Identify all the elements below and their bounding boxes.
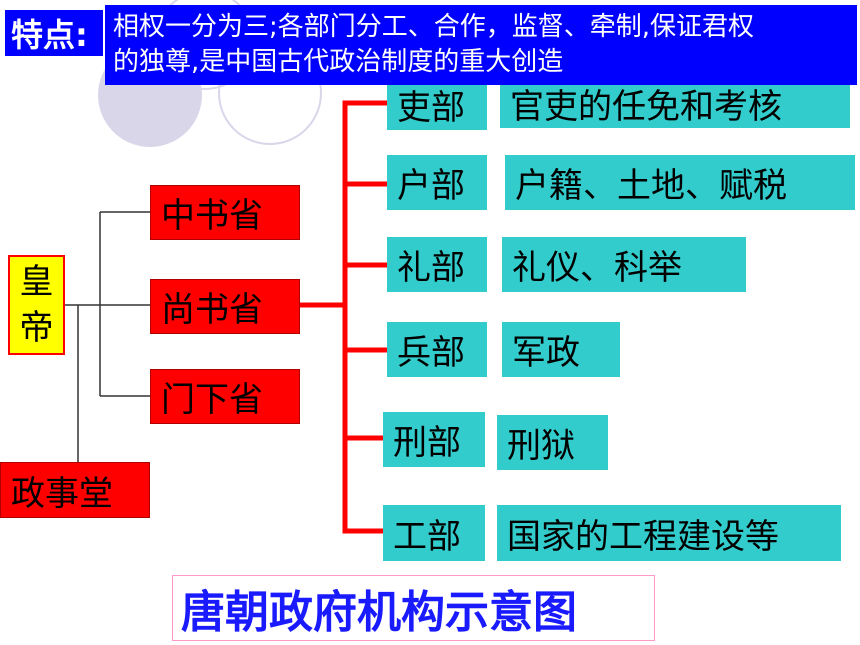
ministry-duty-li: 官吏的任免和考核 [500,79,850,128]
ministry-duty-war: 军政 [502,322,620,377]
feature-line-1: 相权一分为三;各部门分工、合作，监督、牵制,保证君权 [113,12,755,42]
ministry-name-hu: 户部 [387,155,487,210]
ministry-name-works: 工部 [383,505,485,561]
ministry-duty-rites: 礼仪、科举 [502,237,746,292]
diagram-title: 唐朝政府机构示意图 [172,575,655,641]
emperor-box: 皇帝 [8,255,65,355]
menxia-box: 门下省 [150,369,300,424]
ministry-duty-justice: 刑狱 [497,415,608,470]
feature-label: 特点: [5,10,103,56]
zhongshu-box: 中书省 [150,185,300,240]
feature-description: 相权一分为三;各部门分工、合作，监督、牵制,保证君权 的独尊,是中国古代政治制度… [105,5,857,85]
ministry-name-justice: 刑部 [383,412,485,467]
ministry-name-war: 兵部 [387,322,487,377]
ministry-duty-works: 国家的工程建设等 [497,505,841,561]
ministry-name-rites: 礼部 [387,237,487,292]
shangshu-box: 尚书省 [150,279,300,334]
ministry-duty-hu: 户籍、土地、赋税 [505,155,855,210]
ministry-name-li: 吏部 [387,79,487,130]
feature-line-2: 的独尊,是中国古代政治制度的重大创造 [113,47,564,77]
zhengshitang-box: 政事堂 [0,462,150,518]
